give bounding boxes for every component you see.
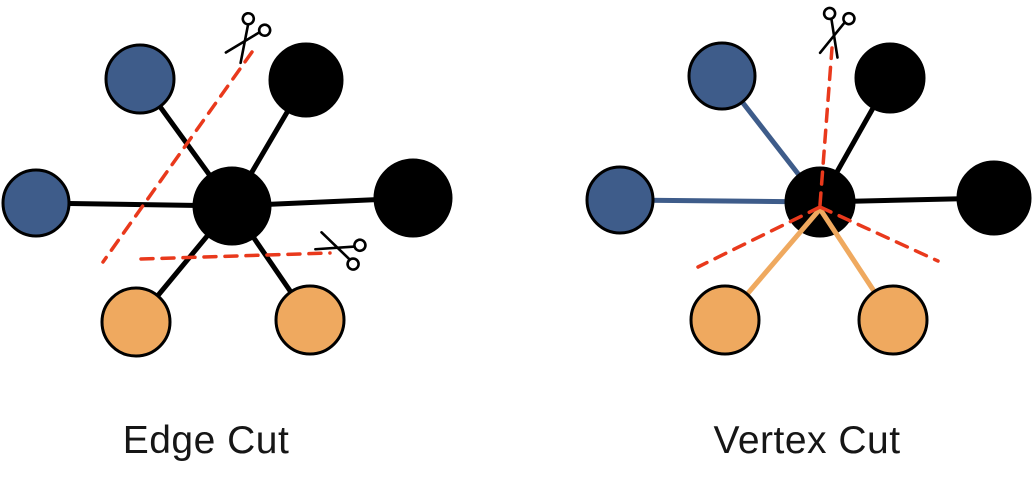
node-center: [192, 166, 272, 246]
cut-line: [139, 251, 332, 261]
scissors-icon: [818, 6, 856, 59]
node-blue-top-left: [687, 41, 757, 111]
scissors-icon: [314, 231, 367, 271]
node-black-right: [956, 160, 1032, 236]
vertex-cut-caption: Vertex Cut: [713, 419, 901, 462]
node-black-top-right: [854, 42, 926, 114]
cut-line: [696, 205, 822, 269]
node-orange-bottom-right: [274, 284, 346, 356]
scissors-icon: [224, 11, 272, 65]
vertex-cut-panel: Vertex Cut: [517, 0, 1034, 487]
edge-cut-diagram: [1, 11, 453, 358]
node-orange-bottom-left: [689, 284, 761, 356]
cut-line: [818, 205, 940, 263]
edge-cut-panel: Edge Cut: [1, 11, 453, 462]
node-blue-top-left: [104, 43, 176, 115]
node-black-right: [373, 158, 453, 238]
edge-cut-caption: Edge Cut: [122, 419, 290, 462]
cut-line: [818, 46, 834, 207]
node-blue-left: [1, 168, 71, 238]
node-orange-bottom-right: [857, 284, 929, 356]
node-blue-left: [585, 165, 655, 235]
node-orange-bottom-left: [100, 286, 172, 358]
node-black-top-right: [268, 42, 344, 118]
cut-line: [101, 50, 254, 264]
vertex-cut-diagram: [585, 6, 1032, 356]
